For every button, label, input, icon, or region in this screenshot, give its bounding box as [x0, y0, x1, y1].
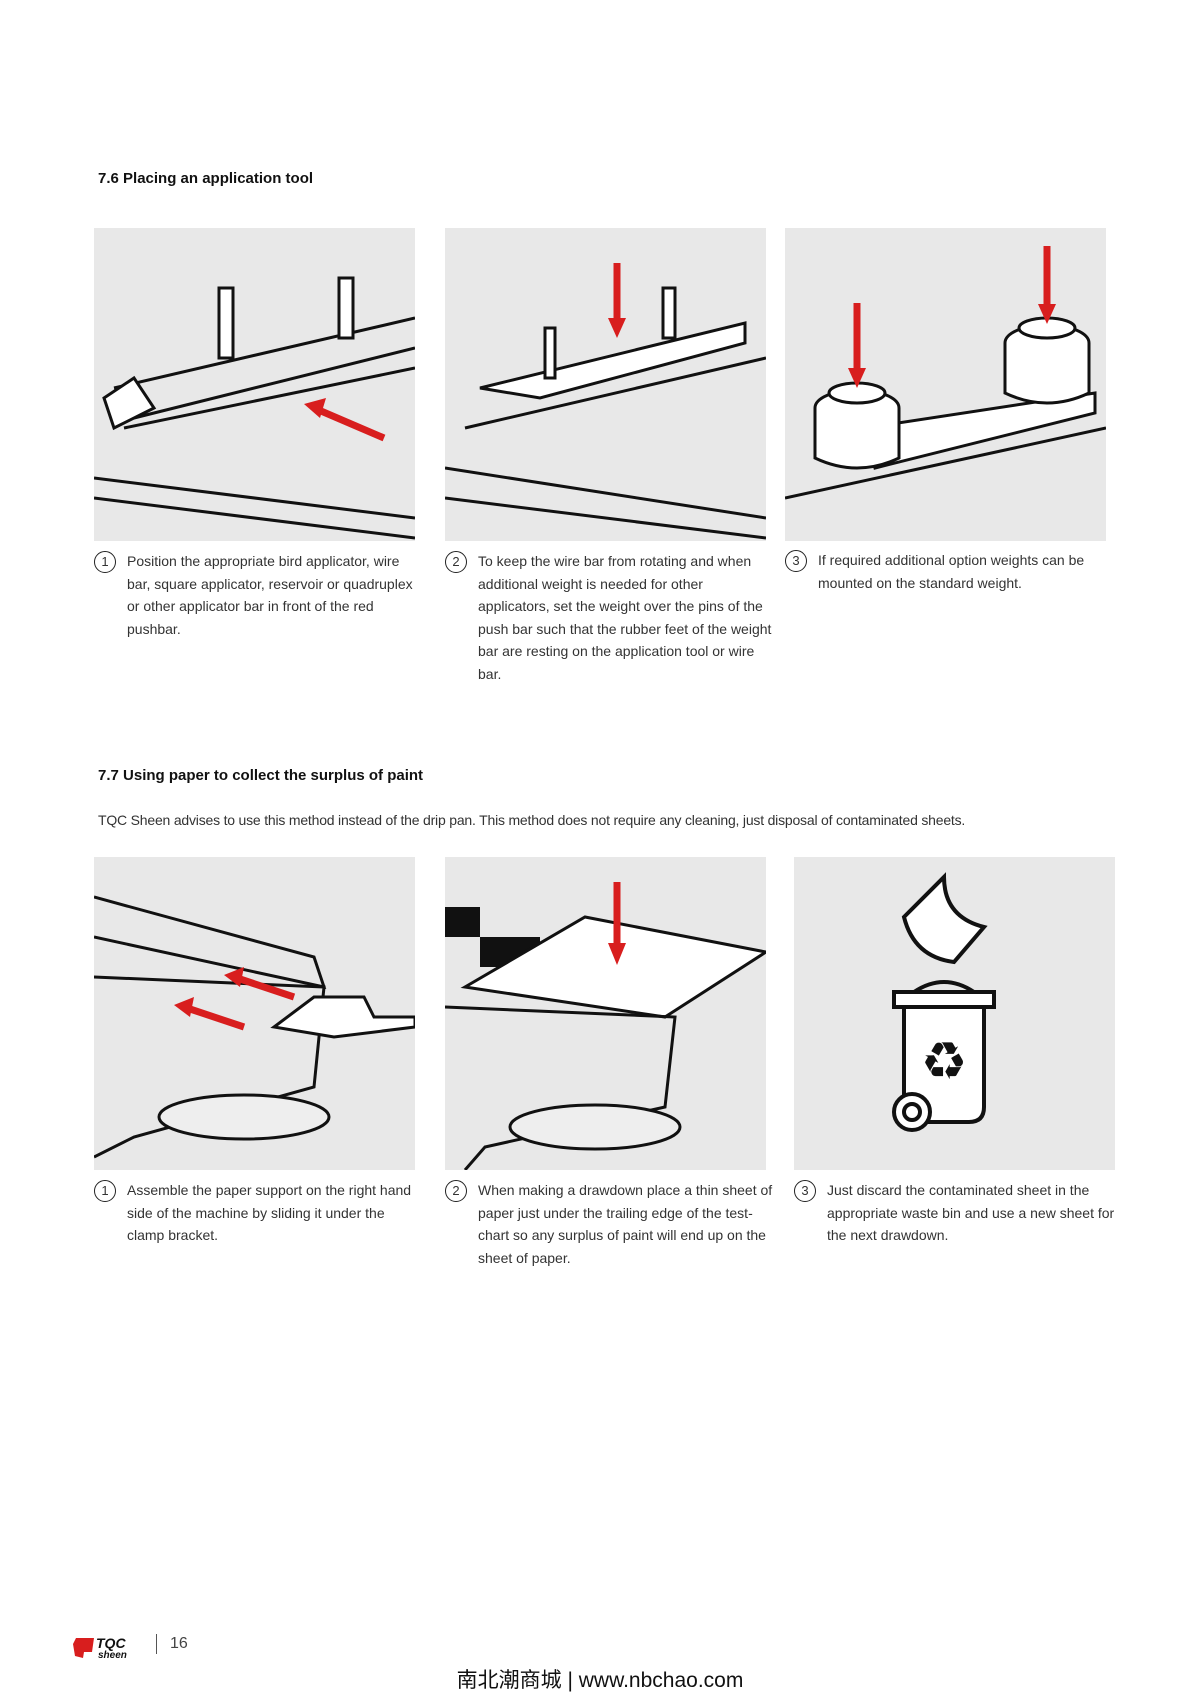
step-text: If required additional option weights ca… [818, 552, 1085, 591]
illustration-drawdown-paper [445, 857, 766, 1170]
recycle-icon: ♻ [921, 1033, 968, 1091]
illustration-option-weights [785, 228, 1106, 541]
step-caption: 2 When making a drawdown place a thin she… [445, 1179, 775, 1269]
illustration-waste-bin: ♻ [794, 857, 1115, 1170]
illustration-paper-support [94, 857, 415, 1170]
page-number: 16 [170, 1635, 188, 1652]
step-text: Position the appropriate bird applicator… [127, 553, 413, 637]
svg-text:TQC: TQC [96, 1635, 126, 1651]
illustration-applicator-placement [94, 228, 415, 541]
step-number: 3 [794, 1180, 816, 1202]
step-text: When making a drawdown place a thin shee… [478, 1182, 773, 1266]
step-number: 2 [445, 551, 467, 573]
step-number: 3 [785, 550, 807, 572]
step-number: 2 [445, 1180, 467, 1202]
step-text: Assemble the paper support on the right … [127, 1182, 412, 1243]
section-heading: 7.7 Using paper to collect the surplus o… [98, 767, 424, 784]
step-caption: 2 To keep the wire bar from rotating and … [445, 550, 775, 685]
site-watermark: 南北潮商城 | www.nbchao.com [456, 1669, 744, 1692]
step-caption: 3 If required additional option weights c… [785, 549, 1115, 594]
step-text: To keep the wire bar from rotating and w… [478, 553, 772, 682]
step-number: 1 [94, 1180, 116, 1202]
section-intro: TQC Sheen advises to use this method ins… [98, 812, 966, 828]
svg-text:sheen: sheen [98, 1650, 127, 1660]
step-caption: 1 Position the appropriate bird applicato… [94, 550, 424, 640]
footer-separator [156, 1634, 157, 1654]
step-text: Just discard the contaminated sheet in t… [827, 1182, 1115, 1243]
illustration-weight-placement [445, 228, 766, 541]
step-caption: 1 Assemble the paper support on the right… [94, 1179, 424, 1247]
step-number: 1 [94, 551, 116, 573]
section-heading: 7.6 Placing an application tool [98, 170, 314, 187]
step-caption: 3 Just discard the contaminated sheet in … [794, 1179, 1124, 1247]
